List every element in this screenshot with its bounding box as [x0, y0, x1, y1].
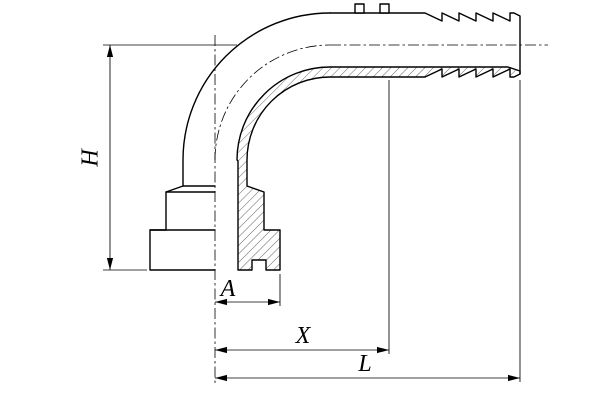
arrow-h-down: [106, 258, 114, 270]
arrow-x-right: [377, 346, 389, 354]
dimension-labels: H A X L: [78, 148, 372, 377]
arrow-l-right: [508, 374, 520, 382]
elbow-flange-outline: [149, 12, 331, 271]
centerlines: [214, 35, 548, 383]
arrow-x-left: [215, 346, 227, 354]
stem-collar-ring: [379, 3, 390, 14]
hose-stem-outline: [329, 12, 521, 75]
arrow-a-left: [215, 298, 227, 306]
dim-label-l: L: [357, 351, 371, 377]
arrow-h-up: [106, 45, 114, 57]
dim-label-a: A: [219, 276, 236, 302]
bend-centerline: [214, 44, 331, 161]
arrow-l-left: [215, 374, 227, 382]
section-cut-hatching: [236, 66, 521, 271]
arrow-a-right: [268, 298, 280, 306]
dim-label-x: X: [295, 323, 312, 349]
part-outline: [149, 3, 521, 271]
dim-label-h: H: [78, 148, 104, 168]
stem-collar-ring: [354, 3, 365, 14]
dimension-lines: [103, 44, 521, 382]
dimension-arrowheads: [106, 45, 520, 382]
